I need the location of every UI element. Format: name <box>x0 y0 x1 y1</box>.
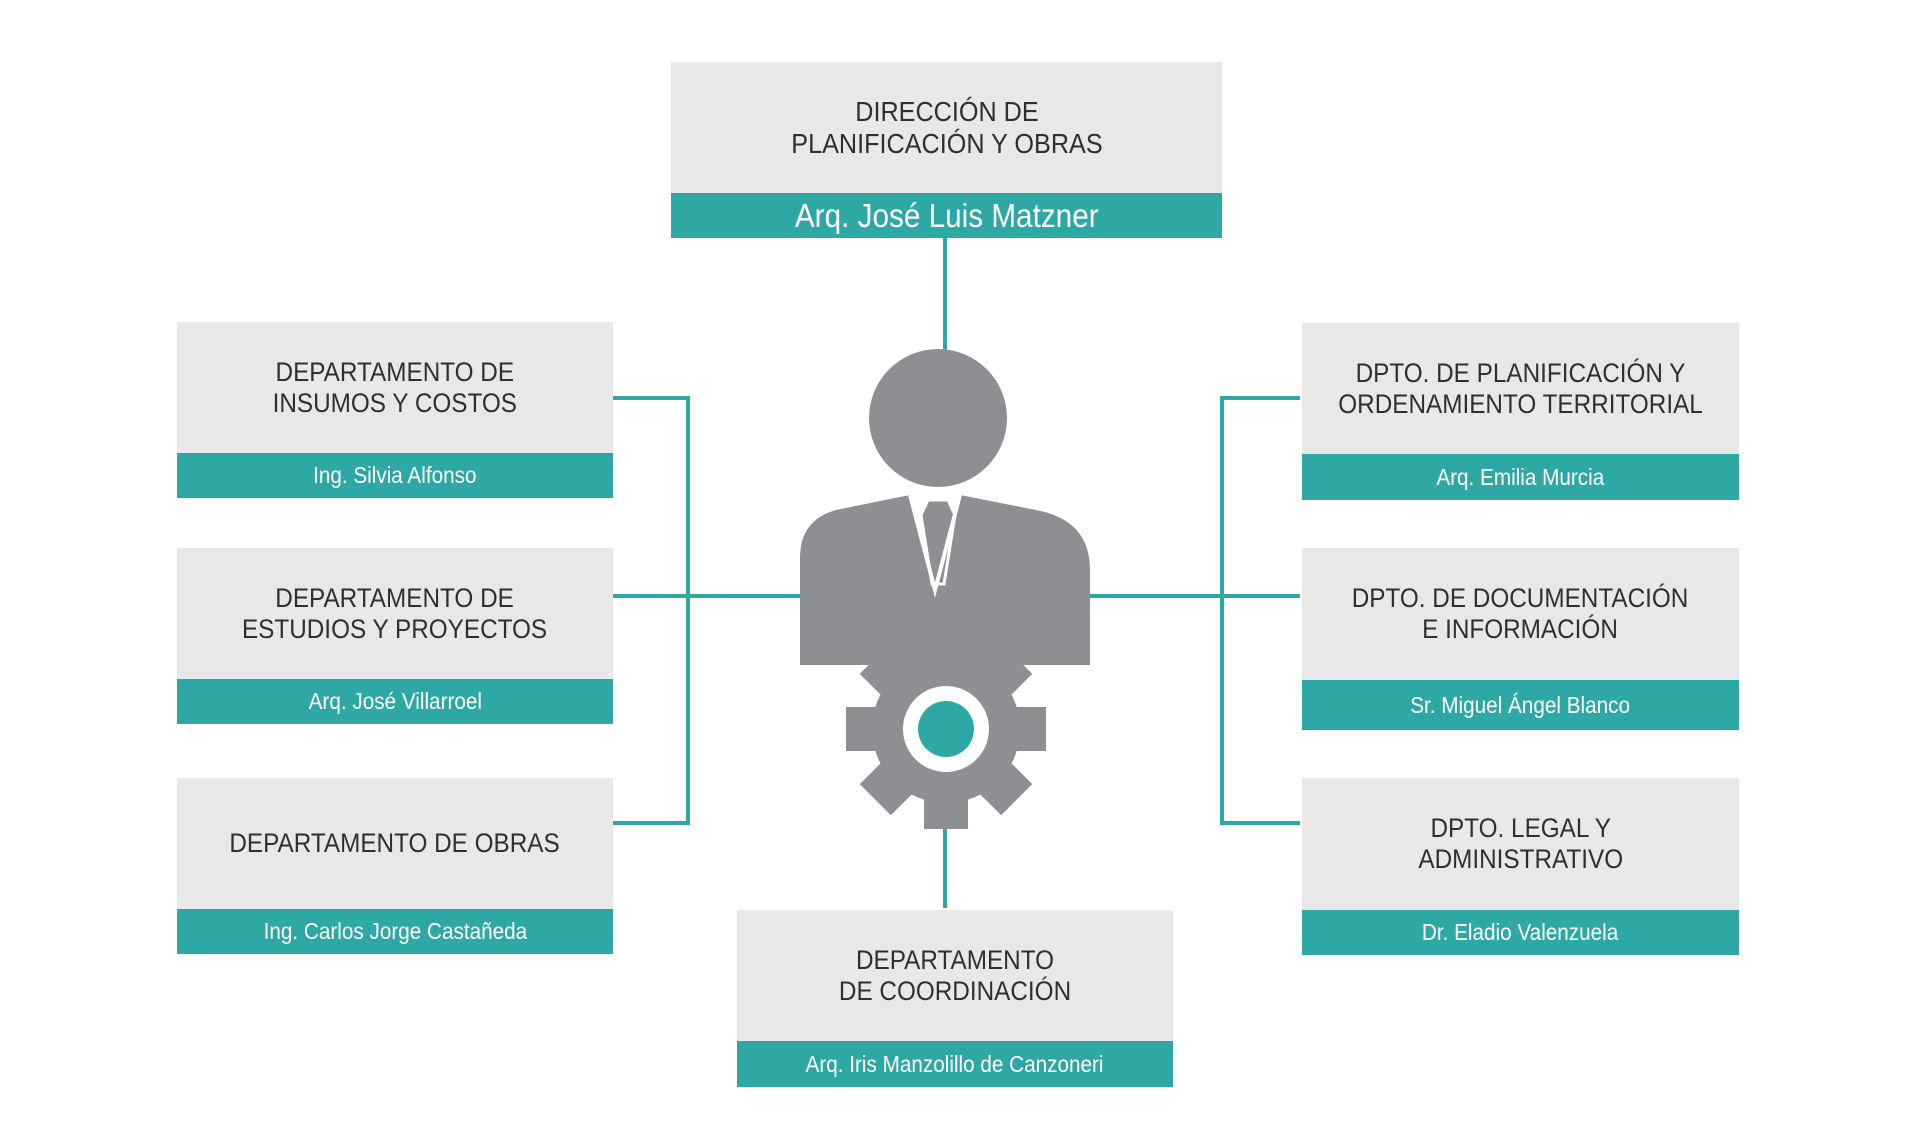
node-right-3-title: DPTO. LEGAL Y ADMINISTRATIVO <box>1418 813 1623 875</box>
node-direction-title: DIRECCIÓN DE PLANIFICACIÓN Y OBRAS <box>790 95 1103 160</box>
node-bottom-title: DEPARTAMENTO DE COORDINACIÓN <box>838 944 1072 1007</box>
node-direction: DIRECCIÓN DE PLANIFICACIÓN Y OBRAS Arq. … <box>671 62 1222 238</box>
node-left-2-title: DEPARTAMENTO DE ESTUDIOS Y PROYECTOS <box>242 582 548 645</box>
node-right-3-head-text: Dr. Eladio Valenzuela <box>1422 919 1619 945</box>
gear-tooth <box>859 755 920 816</box>
node-left-2-head-text: Arq. José Villarroel <box>308 688 482 714</box>
node-right-2-head-text: Sr. Miguel Ángel Blanco <box>1410 691 1631 718</box>
gear-tooth <box>846 707 886 751</box>
gear-icon <box>846 629 1046 829</box>
node-left-2: DEPARTAMENTO DE ESTUDIOS Y PROYECTOS Arq… <box>177 548 613 724</box>
gear-center <box>918 701 974 757</box>
node-left-1: DEPARTAMENTO DE INSUMOS Y COSTOS Ing. Si… <box>177 322 613 498</box>
node-right-3: DPTO. LEGAL Y ADMINISTRATIVO Dr. Eladio … <box>1302 778 1739 955</box>
node-right-2: DPTO. DE DOCUMENTACIÓN E INFORMACIÓN Sr.… <box>1302 548 1739 730</box>
node-left-3: DEPARTAMENTO DE OBRAS Ing. Carlos Jorge … <box>177 778 613 954</box>
gear-tooth <box>924 789 968 829</box>
gear-tooth <box>859 642 920 703</box>
node-bottom-head: Arq. Iris Manzolillo de Canzoneri <box>737 1041 1173 1087</box>
node-left-2-head: Arq. José Villarroel <box>177 679 613 724</box>
node-bottom-head-text: Arq. Iris Manzolillo de Canzoneri <box>806 1050 1104 1077</box>
node-right-3-head: Dr. Eladio Valenzuela <box>1302 910 1739 955</box>
node-left-3-title: DEPARTAMENTO DE OBRAS <box>229 828 561 859</box>
gear-tooth <box>1006 707 1046 751</box>
person-head <box>869 349 1007 487</box>
node-left-3-head: Ing. Carlos Jorge Castañeda <box>177 909 613 954</box>
gear-tooth <box>972 755 1033 816</box>
node-direction-head-text: Arq. José Luis Matzner <box>794 196 1099 234</box>
gear-tooth <box>972 642 1033 703</box>
person-collar <box>908 494 962 598</box>
node-left-1-head-text: Ing. Silvia Alfonso <box>313 462 477 488</box>
node-direction-head: Arq. José Luis Matzner <box>671 193 1222 238</box>
node-right-1: DPTO. DE PLANIFICACIÓN Y ORDENAMIENTO TE… <box>1302 323 1739 500</box>
node-left-1-title: DEPARTAMENTO DE INSUMOS Y COSTOS <box>272 356 518 419</box>
manager-with-gear-icon <box>800 349 1090 829</box>
gear-tooth <box>924 629 968 669</box>
node-left-1-head: Ing. Silvia Alfonso <box>177 453 613 498</box>
node-left-3-head-text: Ing. Carlos Jorge Castañeda <box>263 918 527 944</box>
node-bottom: DEPARTAMENTO DE COORDINACIÓN Arq. Iris M… <box>737 910 1173 1087</box>
node-right-1-head: Arq. Emilia Murcia <box>1302 454 1739 500</box>
node-right-2-title: DPTO. DE DOCUMENTACIÓN E INFORMACIÓN <box>1352 583 1689 645</box>
node-right-2-head: Sr. Miguel Ángel Blanco <box>1302 680 1739 730</box>
node-right-1-title: DPTO. DE PLANIFICACIÓN Y ORDENAMIENTO TE… <box>1338 357 1703 420</box>
node-right-1-head-text: Arq. Emilia Murcia <box>1436 463 1605 490</box>
